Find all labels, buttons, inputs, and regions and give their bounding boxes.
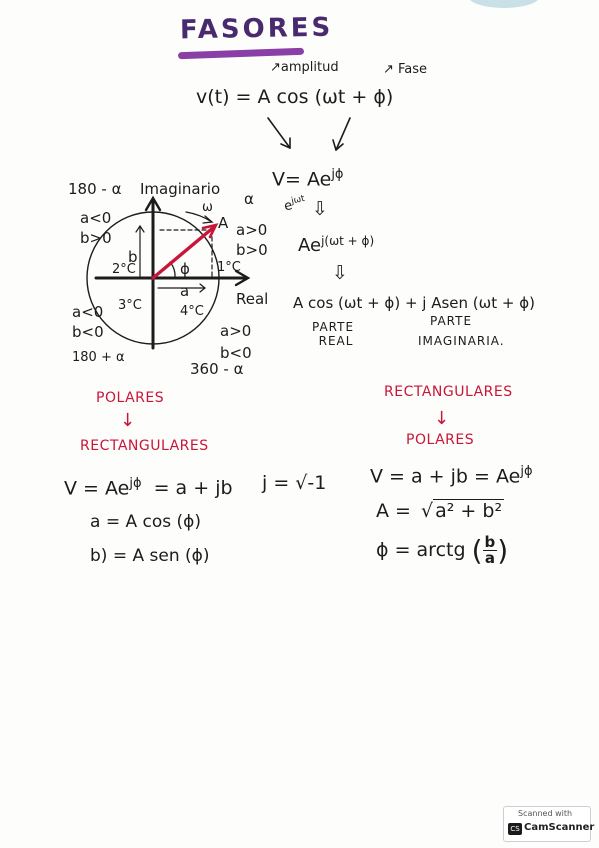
q4-label: 4°C: [180, 304, 204, 319]
real-axis-label: Real: [236, 290, 269, 308]
right-down-arrow: ↓: [434, 408, 450, 429]
right-to-heading: POLARES: [406, 432, 475, 448]
scan-corner-blob: [469, 0, 539, 8]
left-eq-3: b) = A sen (ϕ): [90, 546, 210, 566]
alpha-label: α: [244, 190, 254, 208]
left-from-heading: POLARES: [96, 390, 165, 406]
angle-360-minus-alpha: 360 - α: [190, 360, 244, 378]
right-eq-1: V = a + jb = Aejϕ: [370, 464, 533, 488]
imag-axis-label: Imaginario: [140, 180, 221, 198]
phasor-vector-head: [201, 223, 219, 239]
left-eq-2: a = A cos (ϕ): [90, 512, 201, 532]
b-length-label: b: [128, 248, 138, 266]
left-down-arrow: ↓: [120, 410, 136, 431]
down-arrow-1: ⇩: [312, 198, 328, 220]
angle-180-plus-alpha: 180 + α: [72, 350, 125, 365]
arrow-left-stroke: [267, 117, 291, 149]
q3-label: 3°C: [118, 298, 142, 313]
amplitude-label: ↗amplitud: [270, 60, 339, 75]
arrow-right-stroke: [335, 117, 351, 151]
right-from-heading: RECTANGULARES: [384, 384, 513, 400]
watermark-line-1: Scanned with: [518, 809, 573, 818]
a-length-label: a: [180, 282, 190, 300]
phasor-vector: [151, 225, 216, 280]
real-axis-arrowhead: [234, 269, 251, 287]
camscanner-icon: CS: [508, 823, 522, 835]
down-arrow-2: ⇩: [332, 262, 348, 284]
phi-angle-label: ϕ: [180, 260, 190, 278]
left-to-heading: RECTANGULARES: [80, 438, 209, 454]
angle-180-minus-alpha: 180 - α: [68, 180, 122, 198]
vertex-label: A: [218, 214, 229, 232]
arrow-left-head: [280, 137, 291, 149]
right-eq-2: A = √a² + b²: [376, 499, 505, 522]
euler-form: A cos (ωt + ϕ) + j Asen (ωt + ϕ): [293, 294, 535, 312]
q1-label: 1°C: [217, 260, 241, 275]
phase-label: ↗ Fase: [383, 62, 428, 77]
right-eq-3: ϕ = arctg ( b a ): [376, 533, 509, 567]
phasor-exp-form: V= Aejϕ: [272, 167, 344, 191]
imag-axis-arrowhead: [144, 195, 162, 212]
arrow-right-head: [332, 139, 344, 151]
main-equation: v(t) = A cos (ωt + ϕ): [196, 86, 394, 108]
camscanner-watermark: Scanned with CS CamScanner: [503, 806, 595, 842]
j-definition: j = √-1: [262, 472, 327, 494]
left-eq-1: V = Aejϕ = a + jb: [64, 476, 233, 500]
watermark-line-2: CamScanner: [524, 822, 595, 833]
q2-label: 2°C: [112, 262, 136, 277]
phasor-time-form: Aej(ωt + ϕ): [298, 234, 375, 256]
omega-label: ω: [202, 200, 213, 215]
